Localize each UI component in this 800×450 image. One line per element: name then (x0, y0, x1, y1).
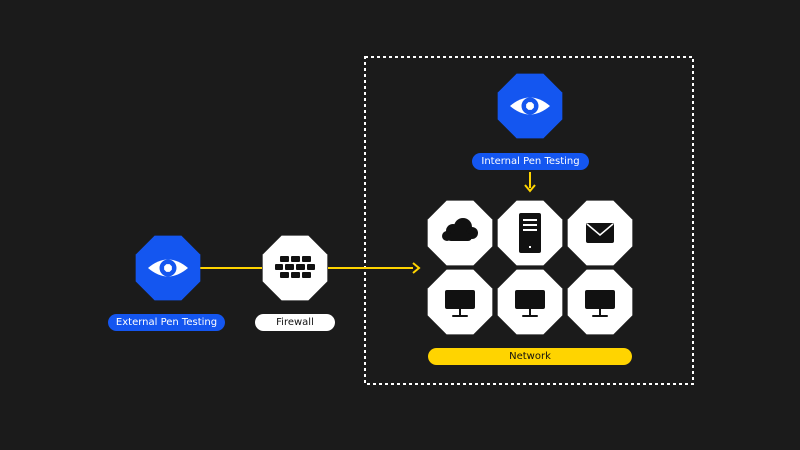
arrowhead-network (412, 262, 421, 274)
monitor-icon (515, 290, 545, 317)
firewall-label: Firewall (255, 314, 335, 331)
network-node-mail (567, 200, 633, 266)
eye-icon (148, 259, 188, 277)
internal-pen-testing-label: Internal Pen Testing (472, 153, 589, 170)
monitor-icon (585, 290, 615, 317)
monitor-icon (445, 290, 475, 317)
eye-icon (510, 97, 550, 115)
external-pen-testing-label: External Pen Testing (108, 314, 225, 331)
cloud-icon (442, 218, 478, 241)
external-node (135, 235, 201, 301)
mail-icon (586, 223, 614, 243)
network-label: Network (428, 348, 632, 365)
network-node-monitor-1 (427, 269, 493, 335)
server-icon (519, 213, 541, 253)
internal-node (497, 73, 563, 139)
network-node-monitor-3 (567, 269, 633, 335)
network-node-server (497, 200, 563, 266)
network-node-cloud (427, 200, 493, 266)
network-node-monitor-2 (497, 269, 563, 335)
arrowhead-internal (524, 184, 536, 193)
brick-wall-icon (275, 256, 315, 278)
network-boundary (364, 56, 694, 385)
firewall-node (262, 235, 328, 301)
